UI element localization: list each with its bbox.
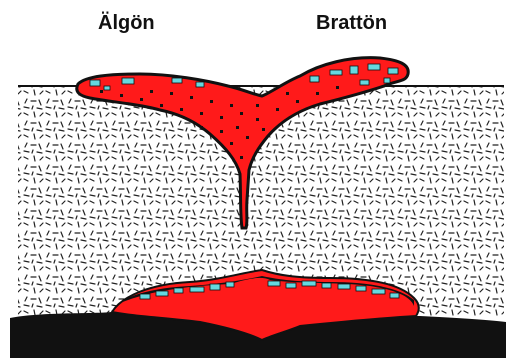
geologic-cross-section	[0, 0, 506, 358]
